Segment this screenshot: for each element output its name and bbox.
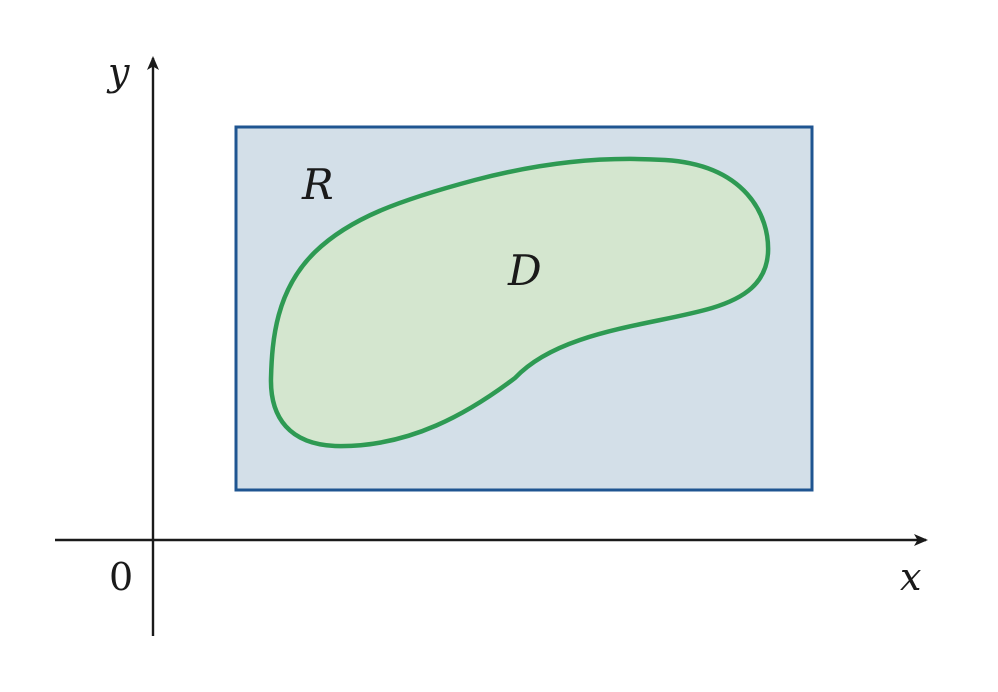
region-r-label: R	[301, 160, 334, 209]
region-d-label: D	[507, 246, 542, 295]
x-axis-label: x	[900, 555, 921, 599]
region-d	[268, 156, 771, 449]
y-axis-label: y	[106, 50, 130, 94]
origin-label: 0	[109, 555, 133, 599]
